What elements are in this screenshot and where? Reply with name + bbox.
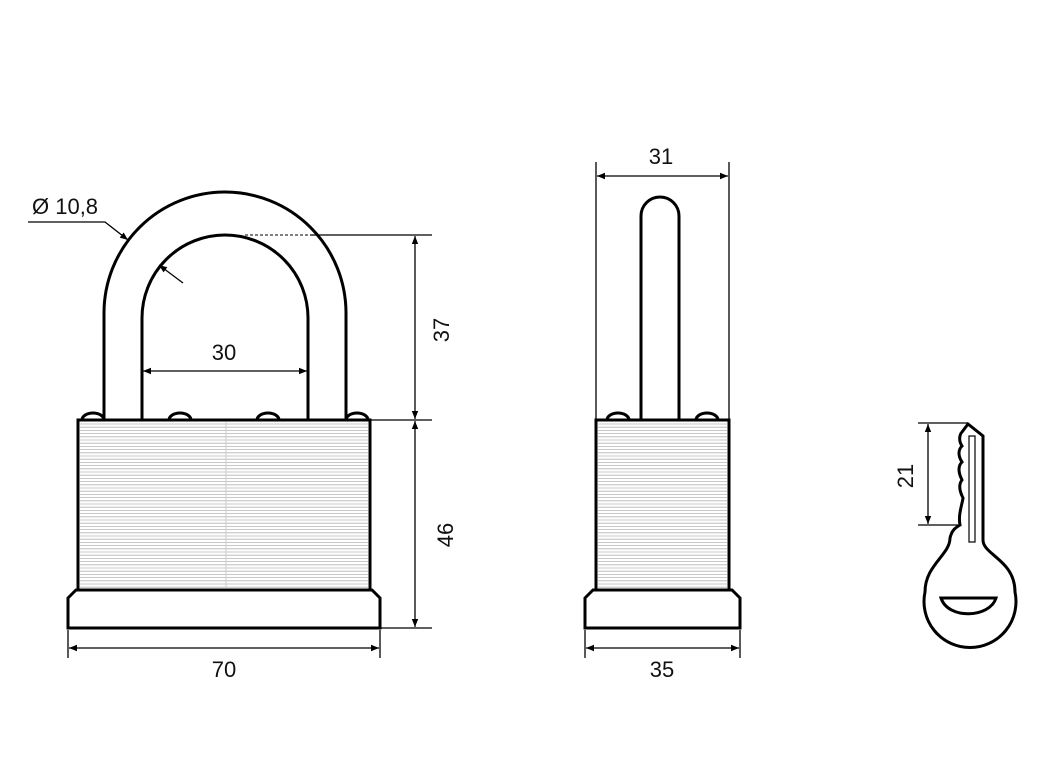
body-stripes xyxy=(80,423,368,588)
thickness-label: 35 xyxy=(650,657,674,682)
body-stripes-side xyxy=(598,423,727,588)
lock-base xyxy=(66,588,382,630)
shackle xyxy=(102,190,348,422)
front-view: Ø 10,8 30 37 46 70 xyxy=(28,190,458,682)
body-height-label: 46 xyxy=(433,523,458,547)
clearance-label: 37 xyxy=(429,318,454,342)
inner-width-label: 30 xyxy=(212,340,236,365)
side-view: 31 35 xyxy=(583,144,742,682)
key: 21 xyxy=(893,421,1018,649)
body-width-label: 70 xyxy=(212,657,236,682)
diameter-label: Ø 10,8 xyxy=(32,194,98,219)
shackle-side xyxy=(639,195,681,422)
blade-length-label: 21 xyxy=(893,464,918,488)
shackle-width-label: 31 xyxy=(649,144,673,169)
